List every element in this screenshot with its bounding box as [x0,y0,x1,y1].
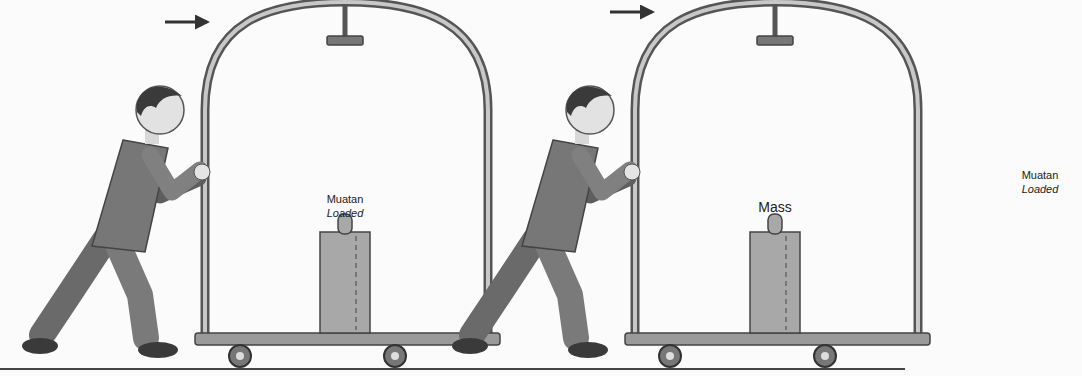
label-text: Muatan [1022,169,1059,181]
label-text: Mass [758,200,791,215]
label-text: Muatan [327,193,364,205]
label-text: Loaded [327,207,364,219]
label-text: Loaded [1022,183,1059,195]
